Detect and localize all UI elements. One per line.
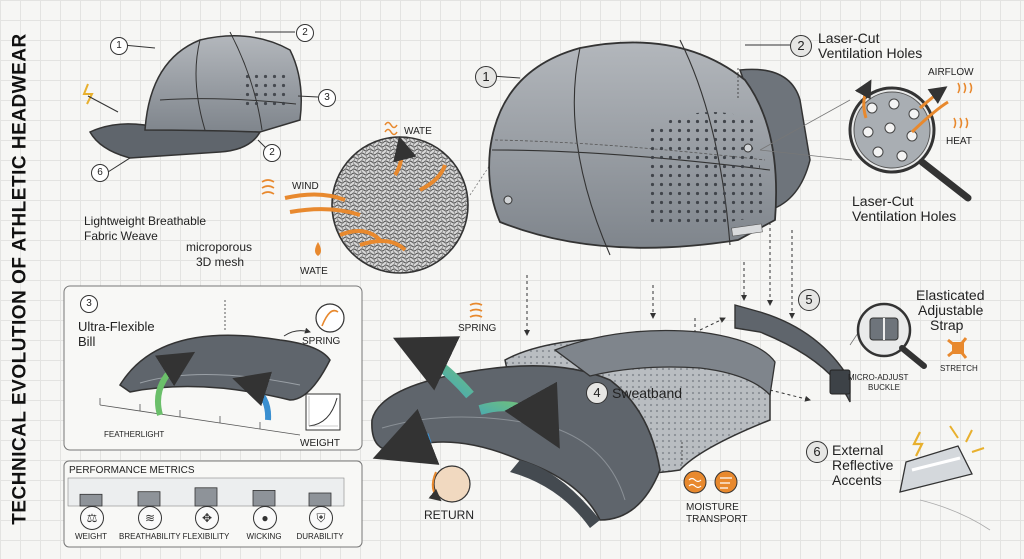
- spring-label: SPRING: [302, 336, 341, 347]
- reflective-title: External: [832, 442, 884, 458]
- moisture-label: TRANSPORT: [686, 514, 748, 525]
- adjustable-strap: [734, 302, 968, 403]
- mesh-label: 3D mesh: [196, 255, 245, 269]
- heat-label: HEAT: [946, 136, 972, 147]
- metric-label: FLEXIBILITY: [182, 532, 230, 541]
- strap-title: Adjustable: [918, 302, 984, 318]
- bill-assembly: [371, 302, 776, 528]
- metric-bar-wicking: [252, 489, 276, 507]
- callout-number: 4: [586, 382, 608, 404]
- bill-panel: [63, 285, 363, 451]
- fabric-weave-closeup: [261, 121, 501, 274]
- fabric-label: Fabric Weave: [84, 229, 158, 243]
- bill-title: Bill: [78, 334, 96, 349]
- main-cap-crown: [488, 39, 811, 256]
- moisture-label: MOISTURE: [686, 502, 739, 513]
- droplet-icon: ●: [253, 506, 277, 530]
- airflow-icon: ≋: [138, 506, 162, 530]
- shield-icon: ⛨: [309, 506, 333, 530]
- callout-number: 2: [790, 35, 812, 57]
- metric-label: DURABILITY: [296, 532, 344, 541]
- vent-title: Ventilation Holes: [818, 45, 923, 61]
- metric-bar-weight: [79, 493, 103, 507]
- small-cap-illustration: [82, 31, 319, 173]
- mesh-label: microporous: [186, 240, 253, 254]
- buckle-label: MICRO-ADJUST: [848, 373, 909, 382]
- water-label: WATE: [300, 266, 328, 277]
- strap-title: Elasticated: [916, 287, 985, 303]
- wind-label: WIND: [292, 181, 319, 192]
- vent-title: Laser-Cut: [818, 30, 880, 46]
- side-title: TECHNICAL EVOLUTION OF ATHLETIC HEADWEAR: [10, 33, 31, 525]
- airflow-label: AIRFLOW: [928, 67, 974, 78]
- callout-number: 6: [91, 164, 109, 182]
- weight-label: WEIGHT: [300, 438, 340, 449]
- reflective-title: Accents: [832, 472, 882, 488]
- return-label: RETURN: [424, 508, 474, 522]
- spring-label: SPRING: [458, 323, 497, 334]
- strap-title: Strap: [930, 317, 964, 333]
- flex-icon: ✥: [195, 506, 219, 530]
- metric-bar-breathability: [137, 491, 161, 507]
- callout-number: 1: [475, 66, 497, 88]
- callout-number: 3: [318, 89, 336, 107]
- buckle-label: BUCKLE: [868, 383, 901, 392]
- callout-number: 6: [806, 441, 828, 463]
- callout-number: 1: [110, 37, 128, 55]
- callout-number: 3: [80, 295, 98, 313]
- fabric-label: Lightweight Breathable: [84, 214, 207, 228]
- callout-number: 2: [296, 24, 314, 42]
- stretch-label: STRETCH: [940, 364, 978, 373]
- metric-label: BREATHABILITY: [119, 532, 181, 541]
- metric-bar-durability: [308, 492, 332, 507]
- vent-label: Laser-Cut: [852, 193, 914, 209]
- reflective-accent: [899, 425, 991, 531]
- metric-label: WEIGHT: [75, 532, 107, 541]
- vent-label: Ventilation Holes: [852, 208, 957, 224]
- reflective-title: Reflective: [832, 457, 894, 473]
- water-label: WATE: [404, 126, 432, 137]
- metrics-panel: [63, 460, 363, 548]
- metrics-title: PERFORMANCE METRICS: [69, 465, 195, 476]
- callout-number: 5: [798, 289, 820, 311]
- sweatband-label: Sweatband: [612, 385, 683, 401]
- bill-title: Ultra-Flexible: [78, 319, 155, 334]
- vent-magnifier: [759, 79, 973, 202]
- metric-label: WICKING: [246, 532, 282, 541]
- metric-bars: [79, 487, 332, 507]
- featherlight-label: FEATHERLIGHT: [104, 430, 165, 439]
- metric-bar-flexibility: [194, 487, 218, 507]
- scale-icon: ⚖: [80, 506, 104, 530]
- callout-number: 2: [263, 144, 281, 162]
